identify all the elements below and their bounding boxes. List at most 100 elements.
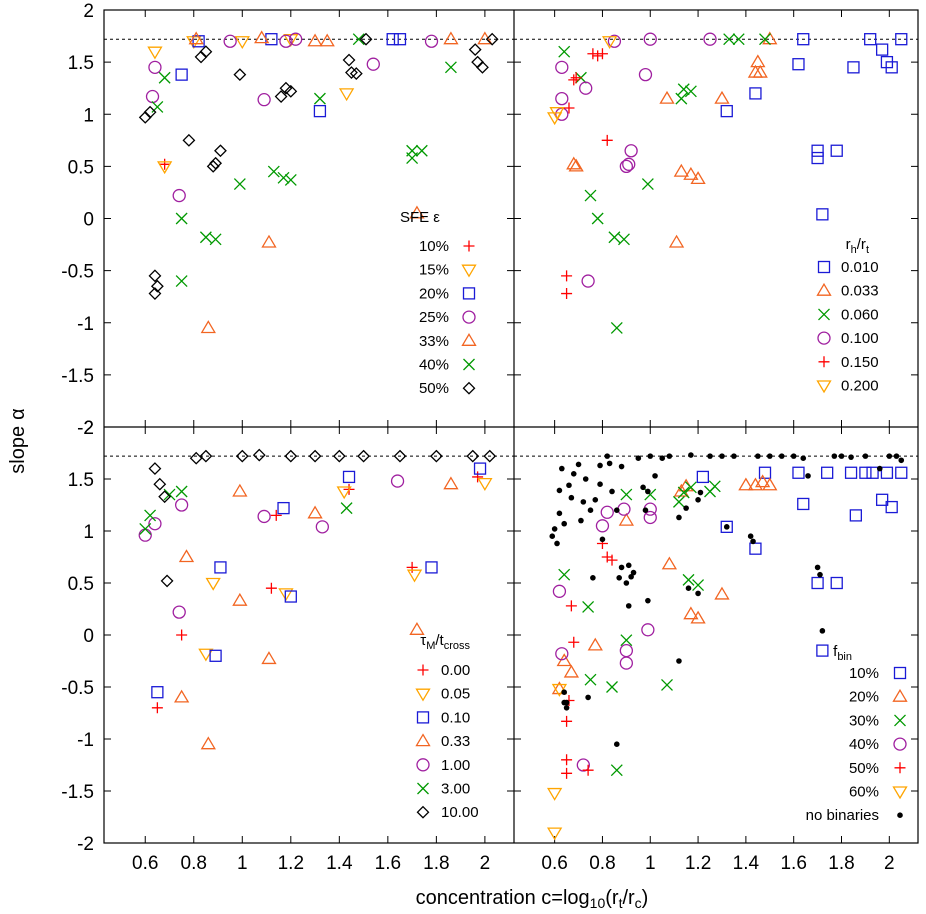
data-point [690,171,706,185]
data-point [604,453,611,459]
data-point [759,33,771,46]
data-point [147,46,163,60]
data-point [862,453,869,459]
data-point [685,585,692,591]
data-point [257,509,271,524]
x-axis-label-part: c [635,895,642,911]
panels: SFE ε10%15%20%25%33%40%50%rh/rt0.0100.03… [104,9,918,844]
data-point [609,488,615,495]
data-point [472,471,484,483]
legend-marker [463,358,475,371]
y-tick-label: -1 [77,314,94,335]
x-axis-label-part: 10 [590,895,606,911]
legend-title: τM/tcross [420,632,470,652]
data-point [386,33,399,46]
legend-marker [416,711,430,724]
data-point [477,478,493,491]
data-point [406,561,418,573]
data-point [424,34,439,48]
data-point [645,597,651,604]
data-point [579,81,593,95]
series-50% [561,537,618,779]
data-point [565,600,577,612]
data-point [895,466,908,479]
data-point [714,90,730,104]
legend-marker [894,714,906,727]
x-tick-label: 2 [884,853,895,874]
legend-label: 40% [419,357,449,374]
data-point [274,90,288,103]
x-tick-label: 1.4 [733,853,760,874]
data-point [714,586,730,600]
data-point [558,45,571,58]
legend-label: 3.00 [441,781,470,798]
data-point [690,610,706,624]
series-20% [551,474,778,695]
series-33% [188,30,493,334]
data-point [692,579,705,592]
data-point [406,569,423,583]
y-tick-label: 2 [83,1,94,22]
data-point [223,34,237,48]
legend-marker [463,240,475,252]
legend-label: 0.033 [841,283,879,300]
data-point [444,61,457,74]
data-point [214,144,227,158]
legend-marker [462,310,476,324]
data-point [696,470,710,484]
data-point [576,758,590,772]
data-point [599,536,606,543]
data-point [336,486,352,500]
legend-marker [818,308,830,321]
data-point [830,576,843,590]
data-point [174,498,189,512]
data-point [308,449,322,463]
data-point [172,605,186,619]
data-point [340,502,353,515]
data-point [555,647,569,661]
x-tick-label: 1 [237,853,248,874]
legend-marker [818,356,830,368]
data-point [677,486,690,499]
data-point [866,466,879,479]
data-point [683,606,699,620]
data-point [673,163,689,177]
data-point [580,499,587,505]
data-point [393,33,407,46]
data-point [659,455,666,462]
data-point [158,71,171,84]
data-point [570,72,582,84]
data-point [566,482,572,489]
y-tick-label: -1.5 [61,366,94,387]
data-point [719,453,725,459]
data-point [800,455,807,462]
data-point [143,105,157,119]
data-point [790,453,797,459]
x-axis-label-part: t [619,895,623,911]
data-point [151,686,164,699]
data-point [561,767,573,779]
data-point [585,694,591,701]
data-point [641,623,655,637]
data-point [549,533,556,539]
data-point [885,61,898,74]
data-point [817,571,823,578]
data-point [319,33,335,47]
data-point [175,68,188,81]
data-point [859,466,872,479]
series-0.10 [151,462,487,699]
data-point [847,61,860,74]
data-point [886,453,893,459]
legend-label: 0.060 [841,306,879,323]
y-tick-label: -1.5 [61,782,94,803]
data-point [750,538,756,545]
data-point [587,637,603,651]
data-point [638,67,653,82]
x-tick-label: 1.2 [685,853,711,874]
data-point [176,629,188,641]
data-point [352,33,365,46]
data-point [613,507,620,513]
data-point [551,526,558,532]
